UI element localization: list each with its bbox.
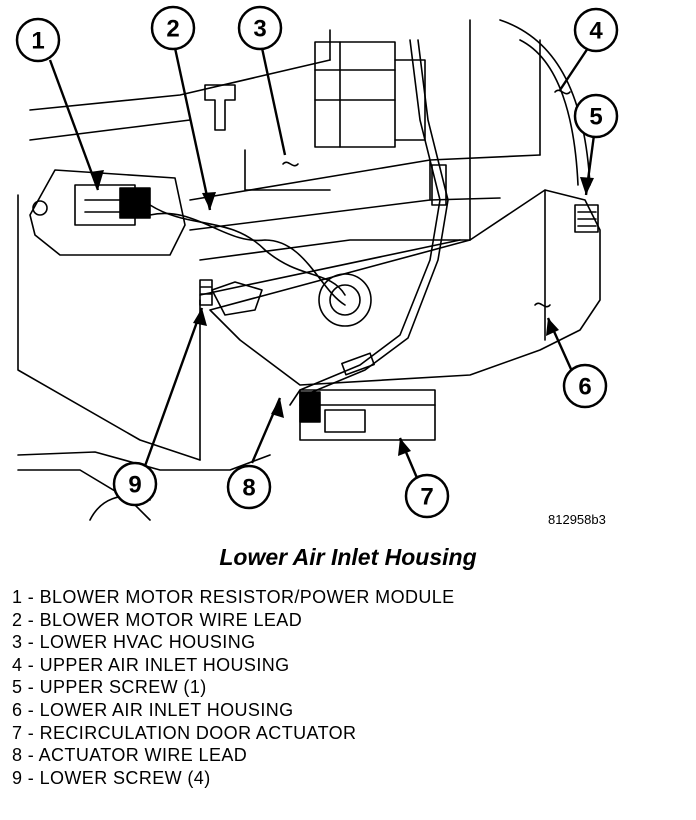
fastener-clip — [204, 84, 236, 131]
legend-item: 7 - RECIRCULATION DOOR ACTUATOR — [12, 722, 357, 743]
svg-text:4: 4 — [589, 18, 603, 45]
legend-item: 2 - BLOWER MOTOR WIRE LEAD — [12, 609, 303, 630]
legend-item: 3 - LOWER HVAC HOUSING — [12, 632, 256, 653]
legend-item: 8 - ACTUATOR WIRE LEAD — [12, 745, 248, 766]
legend-item: 9 - LOWER SCREW (4) — [12, 767, 211, 788]
electrical-connector — [314, 41, 426, 148]
callout-2: 2 — [150, 5, 196, 51]
dashboard-structure — [17, 29, 331, 521]
actuator-wire-lead — [289, 39, 449, 406]
svg-text:7: 7 — [420, 484, 433, 511]
legend: 1 - BLOWER MOTOR RESISTOR/POWER MODULE 2… — [12, 586, 455, 789]
figure-code: 812958b3 — [548, 512, 606, 527]
figure-caption: Lower Air Inlet Housing — [219, 544, 477, 570]
legend-item: 5 - UPPER SCREW (1) — [12, 677, 207, 698]
upper-screw — [574, 204, 599, 233]
lower-screw — [199, 279, 263, 316]
callout-6: 6 — [562, 363, 608, 409]
hvac-diagram: 1 2 3 4 5 6 7 8 9 — [15, 5, 619, 521]
legend-item: 4 - UPPER AIR INLET HOUSING — [12, 654, 290, 675]
svg-text:1: 1 — [31, 28, 44, 55]
legend-item: 6 - LOWER AIR INLET HOUSING — [12, 699, 294, 720]
callout-4: 4 — [573, 7, 619, 53]
callout-7: 7 — [404, 473, 450, 519]
svg-text:6: 6 — [578, 374, 591, 401]
lower-hvac-housing — [189, 19, 541, 296]
leader-4 — [559, 47, 589, 91]
callout-3: 3 — [237, 5, 283, 51]
svg-text:3: 3 — [253, 16, 266, 43]
svg-text:9: 9 — [128, 472, 141, 499]
callout-8: 8 — [226, 464, 272, 510]
svg-text:2: 2 — [166, 16, 179, 43]
legend-item: 1 - BLOWER MOTOR RESISTOR/POWER MODULE — [12, 587, 455, 607]
callout-9: 9 — [112, 461, 158, 507]
upper-air-inlet-housing — [499, 19, 591, 186]
svg-text:5: 5 — [589, 104, 602, 131]
leader-2 — [173, 47, 212, 211]
leader-1 — [48, 59, 100, 191]
callout-1: 1 — [15, 17, 61, 63]
leader-9 — [143, 307, 204, 467]
svg-text:8: 8 — [242, 475, 255, 502]
callout-5: 5 — [573, 93, 619, 139]
recirculation-door-actuator — [299, 389, 436, 441]
leader-3 — [260, 47, 287, 156]
lower-air-inlet-housing — [209, 189, 601, 386]
blower-motor-resistor — [29, 169, 186, 256]
blower-motor-wire-lead — [149, 204, 346, 306]
